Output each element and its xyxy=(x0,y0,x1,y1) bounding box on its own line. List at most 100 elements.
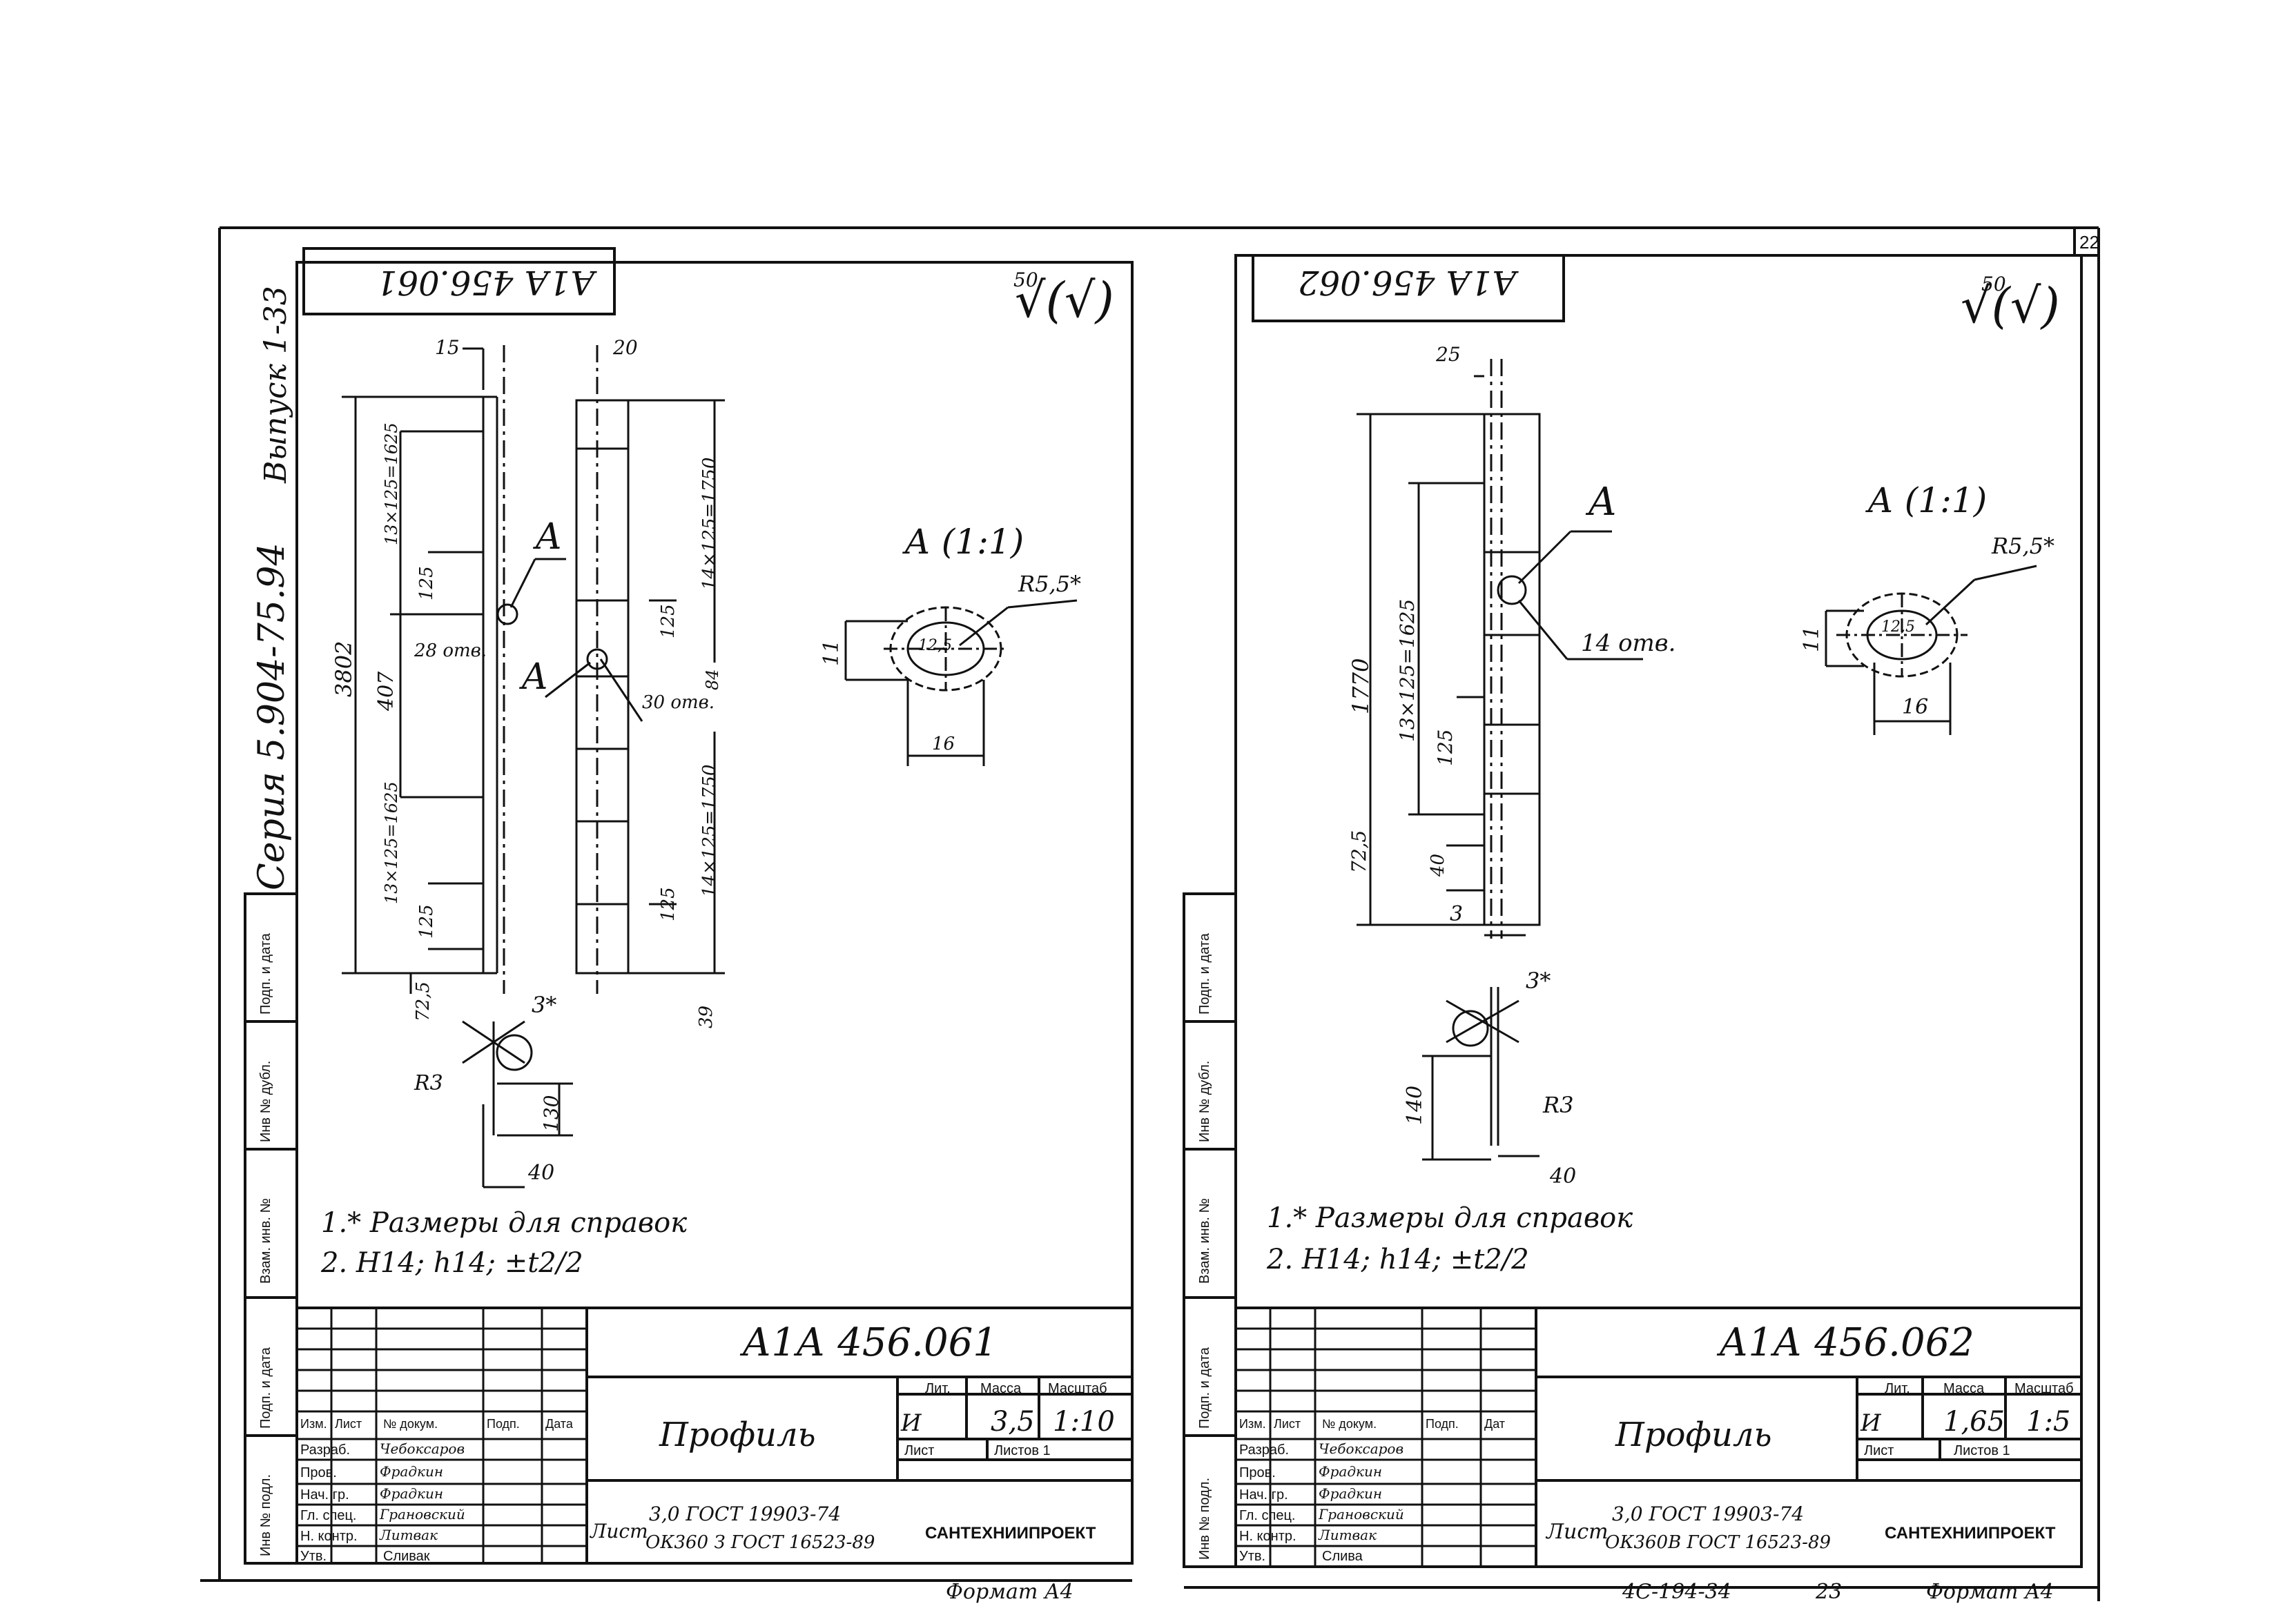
left-person-4: Грановский xyxy=(380,1506,465,1523)
left-rotated-code: А1А 456.061 xyxy=(376,263,595,302)
right-lit: И xyxy=(1861,1409,1881,1437)
right-person-4: Грановский xyxy=(1319,1506,1404,1523)
left-person-1: Чебоксаров xyxy=(380,1440,465,1457)
right-roughness-sign: √(√) xyxy=(1961,277,2060,334)
right-person-1: Чебоксаров xyxy=(1319,1440,1404,1457)
right-role-2: Пров. xyxy=(1239,1465,1276,1480)
right-scale: 1:5 xyxy=(2026,1406,2071,1438)
left-dim-72-5: 72,5 xyxy=(413,981,434,1021)
right-sheets: Листов 1 xyxy=(1954,1443,2010,1458)
right-material-bottom: ОК360В ГОСТ 16523-89 xyxy=(1605,1532,1832,1553)
right-scale-header: Масштаб xyxy=(2014,1381,2074,1396)
left-dim-15: 15 xyxy=(435,336,460,359)
right-bottom-num: 23 xyxy=(1816,1580,1843,1604)
right-side-columns xyxy=(1183,892,1237,1568)
right-r55: R5,5* xyxy=(1992,533,2054,559)
left-role-1: Разраб. xyxy=(300,1442,351,1458)
left-lit-header: Лит. xyxy=(925,1381,951,1396)
right-col-vzam-inv: Взам. инв. № xyxy=(1197,1198,1212,1284)
left-role-5: Н. контр. xyxy=(300,1529,358,1544)
left-d16: 16 xyxy=(932,734,955,754)
right-d16: 16 xyxy=(1902,695,1929,719)
vypusk-label: Выпуск 1-33 xyxy=(258,286,293,483)
left-mass: 3,5 xyxy=(991,1406,1035,1438)
left-person-3: Фрадкин xyxy=(380,1485,444,1502)
left-col-inv-podl: Инв № подл. xyxy=(258,1474,273,1556)
right-hdr-list: Лист xyxy=(1274,1417,1301,1431)
right-material-top: 3,0 ГОСТ 19903-74 xyxy=(1612,1503,1805,1525)
right-d12-5: 12,5 xyxy=(1881,618,1915,636)
right-dim-1770: 1770 xyxy=(1348,658,1374,714)
right-role-4: Гл. спец. xyxy=(1239,1508,1296,1523)
right-sheet: Лист xyxy=(1864,1443,1894,1458)
left-dim-84: 84 xyxy=(703,669,722,690)
left-dim-13x125-top: 13×125=1625 xyxy=(382,422,401,545)
right-hdr-podp: Подп. xyxy=(1426,1417,1459,1431)
left-dim-125b: 125 xyxy=(416,904,437,939)
left-hdr-podp: Подп. xyxy=(487,1417,520,1431)
right-roughness-value: 50 xyxy=(1981,273,2006,295)
left-dim-125a: 125 xyxy=(416,566,437,600)
right-col-podp-data2: Подп. и дата xyxy=(1197,1347,1212,1429)
right-dim-13x125: 13×125=1625 xyxy=(1396,598,1419,742)
left-role-2: Пров. xyxy=(300,1465,337,1480)
left-material-bottom: ОК360 З ГОСТ 16523-89 xyxy=(645,1532,875,1553)
right-designation: А1А 456.062 xyxy=(1719,1320,1974,1365)
left-scale: 1:10 xyxy=(1053,1406,1115,1438)
right-mark-a: А xyxy=(1588,480,1617,525)
left-hdr-data: Дата xyxy=(545,1417,573,1431)
left-title-block xyxy=(295,1307,1134,1565)
right-holes-14: 14 отв. xyxy=(1581,629,1676,657)
right-dim-25: 25 xyxy=(1436,343,1461,366)
left-col-podp-data2: Подп. и дата xyxy=(258,1347,273,1429)
left-r55: R5,5* xyxy=(1018,571,1081,597)
left-col-inv-dubl: Инв № дубл. xyxy=(258,1060,273,1142)
right-d11: 11 xyxy=(1800,625,1824,652)
left-format: Формат А4 xyxy=(946,1580,1074,1604)
left-dim-39: 39 xyxy=(696,1005,717,1028)
left-scale-header: Масштаб xyxy=(1048,1381,1107,1396)
left-d12-5: 12,5 xyxy=(918,637,952,654)
left-roughness-value: 50 xyxy=(1013,268,1038,291)
right-col-inv-dubl: Инв № дубл. xyxy=(1197,1060,1212,1142)
left-org: САНТЕХНИИПРОЕКТ xyxy=(925,1524,1096,1543)
left-holes-30: 30 отв. xyxy=(642,692,715,713)
left-mark-a1: А xyxy=(535,516,563,558)
left-dim-14x125-top: 14×125=1750 xyxy=(699,457,720,590)
left-dim-14x125-bot: 14×125=1750 xyxy=(699,764,720,897)
right-title-block xyxy=(1234,1307,2083,1568)
right-org: САНТЕХНИИПРОЕКТ xyxy=(1885,1524,2056,1543)
right-format: Формат А4 xyxy=(1926,1580,2054,1604)
left-d40: 40 xyxy=(528,1161,555,1185)
left-weld-3: 3* xyxy=(532,992,557,1018)
right-lit-header: Лит. xyxy=(1885,1381,1910,1396)
right-mass: 1,65 xyxy=(1943,1406,2005,1438)
left-person-6: Сливак xyxy=(383,1549,430,1564)
left-hdr-izm: Изм. xyxy=(300,1417,327,1431)
left-dim-20: 20 xyxy=(613,336,638,359)
right-hdr-doc: № докум. xyxy=(1322,1417,1377,1431)
left-dim-125d: 125 xyxy=(658,887,679,921)
right-role-5: Н. контр. xyxy=(1239,1529,1296,1544)
left-person-5: Литвак xyxy=(380,1527,438,1543)
left-hdr-doc: № докум. xyxy=(383,1417,438,1431)
left-material-prefix: Лист xyxy=(590,1520,648,1543)
right-mass-header: Масса xyxy=(1943,1381,1985,1396)
left-note-1: 1.* Размеры для справок xyxy=(321,1207,688,1239)
right-weld-3: 3* xyxy=(1526,968,1551,994)
left-r3: R3 xyxy=(414,1071,443,1095)
right-rotated-code: А1А 456.062 xyxy=(1298,263,1517,302)
left-dim-3802: 3802 xyxy=(331,640,357,697)
right-person-2: Фрадкин xyxy=(1319,1463,1383,1480)
left-lit: И xyxy=(901,1409,922,1437)
left-material-top: 3,0 ГОСТ 19903-74 xyxy=(649,1503,842,1525)
right-person-5: Литвак xyxy=(1319,1527,1377,1543)
right-detail-title: А (1:1) xyxy=(1867,480,1988,520)
right-person-3: Фрадкин xyxy=(1319,1485,1383,1502)
left-role-4: Гл. спец. xyxy=(300,1508,357,1523)
left-mark-a2: А xyxy=(521,656,549,698)
right-hdr-data: Дат xyxy=(1484,1417,1506,1431)
right-dim-125: 125 xyxy=(1434,729,1457,766)
left-col-vzam-inv: Взам. инв. № xyxy=(258,1198,273,1284)
